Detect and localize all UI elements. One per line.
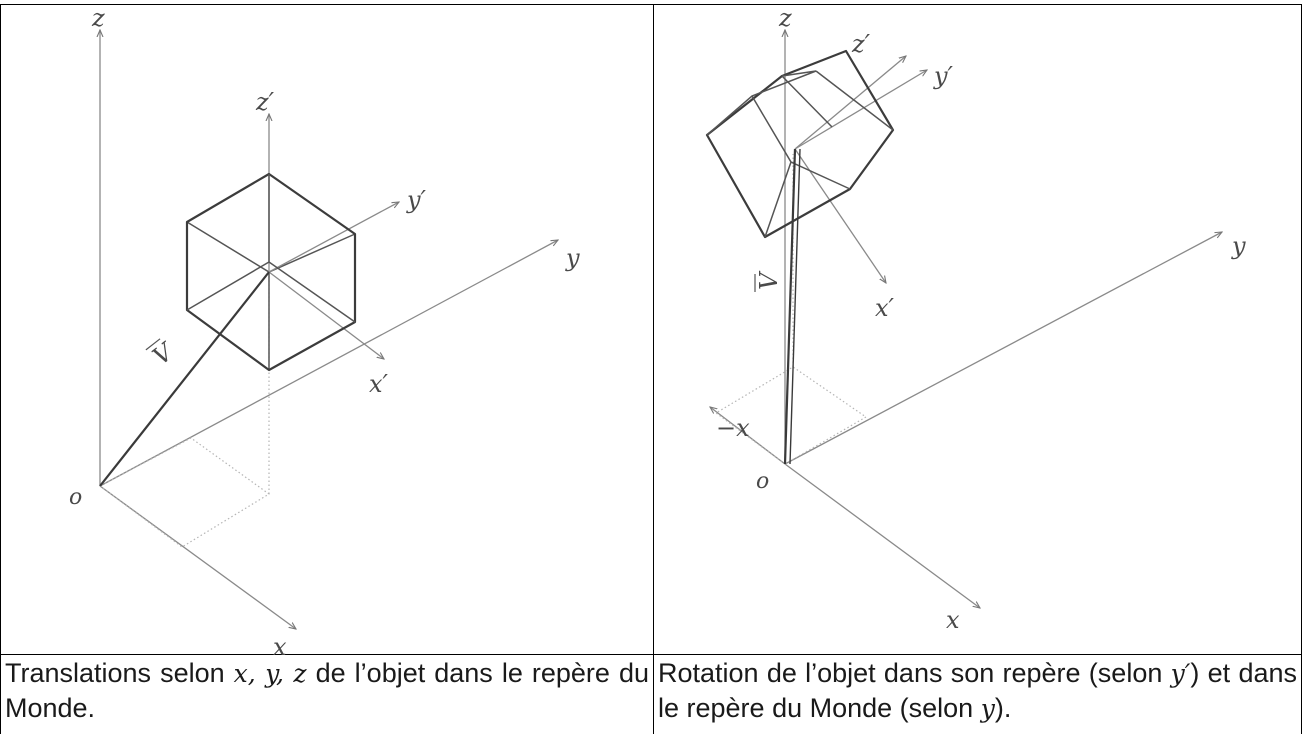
caption-text: ).: [994, 693, 1012, 723]
local-x-label: x′: [875, 294, 895, 322]
translation-diagram: z y x o z′ y′ x′ V: [1, 4, 653, 661]
table-top-border: [0, 4, 1302, 5]
local-x-axis: [268, 271, 384, 359]
local-y-axis: [794, 70, 927, 150]
caption-math: x, y, z: [233, 659, 307, 688]
world-y-axis: [784, 232, 1222, 465]
translation-vector: [99, 271, 270, 487]
local-x-label: x′: [369, 370, 389, 398]
translation-diagram-svg: z y x o z′ y′ x′ V: [69, 4, 580, 661]
translation-vector: [783, 148, 797, 465]
caption-text: Rotation de l’objet dans son repère (sel…: [658, 658, 1171, 688]
table-center-border: [653, 4, 654, 734]
local-z-label: z′: [255, 88, 275, 116]
rotation-caption: Rotation de l’objet dans son repère (sel…: [654, 656, 1301, 732]
translation-vector-shadow: [789, 148, 801, 465]
world-z-label: z: [778, 4, 792, 32]
cube-back-edges: [186, 174, 356, 323]
world-z-label: z: [91, 4, 105, 32]
cube: [185, 172, 357, 372]
world-x-label: x: [273, 633, 287, 661]
local-y-label: y′: [933, 62, 954, 90]
origin-label: o: [756, 469, 769, 494]
local-x-axis: [794, 148, 886, 283]
world-minus-x-label: −x: [716, 414, 750, 442]
caption-text: Translations selon: [5, 658, 234, 688]
translation-caption: Translations selon x, y, z de l’objet da…: [1, 656, 653, 732]
vector-label-group: V: [754, 270, 783, 292]
local-y-label: y′: [406, 186, 427, 214]
caption-math: y: [980, 694, 995, 723]
vector-label: V: [147, 336, 180, 370]
rotation-diagram-svg: z y x −x o z′ y′ x′ V: [705, 4, 1246, 634]
rotation-diagram: z y x −x o z′ y′ x′ V: [654, 4, 1301, 654]
local-z-axis: [794, 56, 906, 150]
caption-text: ) et dans le repère du Monde (selon: [658, 658, 1297, 723]
world-y-axis: [99, 240, 558, 487]
local-z-label: z′: [851, 30, 871, 58]
world-minus-x-axis: [710, 407, 786, 465]
table-middle-border: [0, 654, 1302, 655]
origin-label: o: [69, 485, 82, 510]
local-y-axis: [268, 202, 399, 273]
rotated-cube-edges: [706, 70, 894, 238]
caption-text: de l’objet dans le repère du Monde.: [5, 658, 649, 723]
table-left-border: [0, 4, 1, 734]
caption-math: y′: [1170, 659, 1191, 688]
world-y-label: y: [565, 244, 580, 272]
vector-label: V: [755, 270, 783, 290]
vector-arrow-icon: [145, 338, 161, 351]
vector-label-group: V: [145, 336, 180, 371]
world-x-axis: [784, 463, 980, 608]
world-x-label: x: [946, 606, 960, 634]
world-y-label: y: [1231, 232, 1246, 260]
